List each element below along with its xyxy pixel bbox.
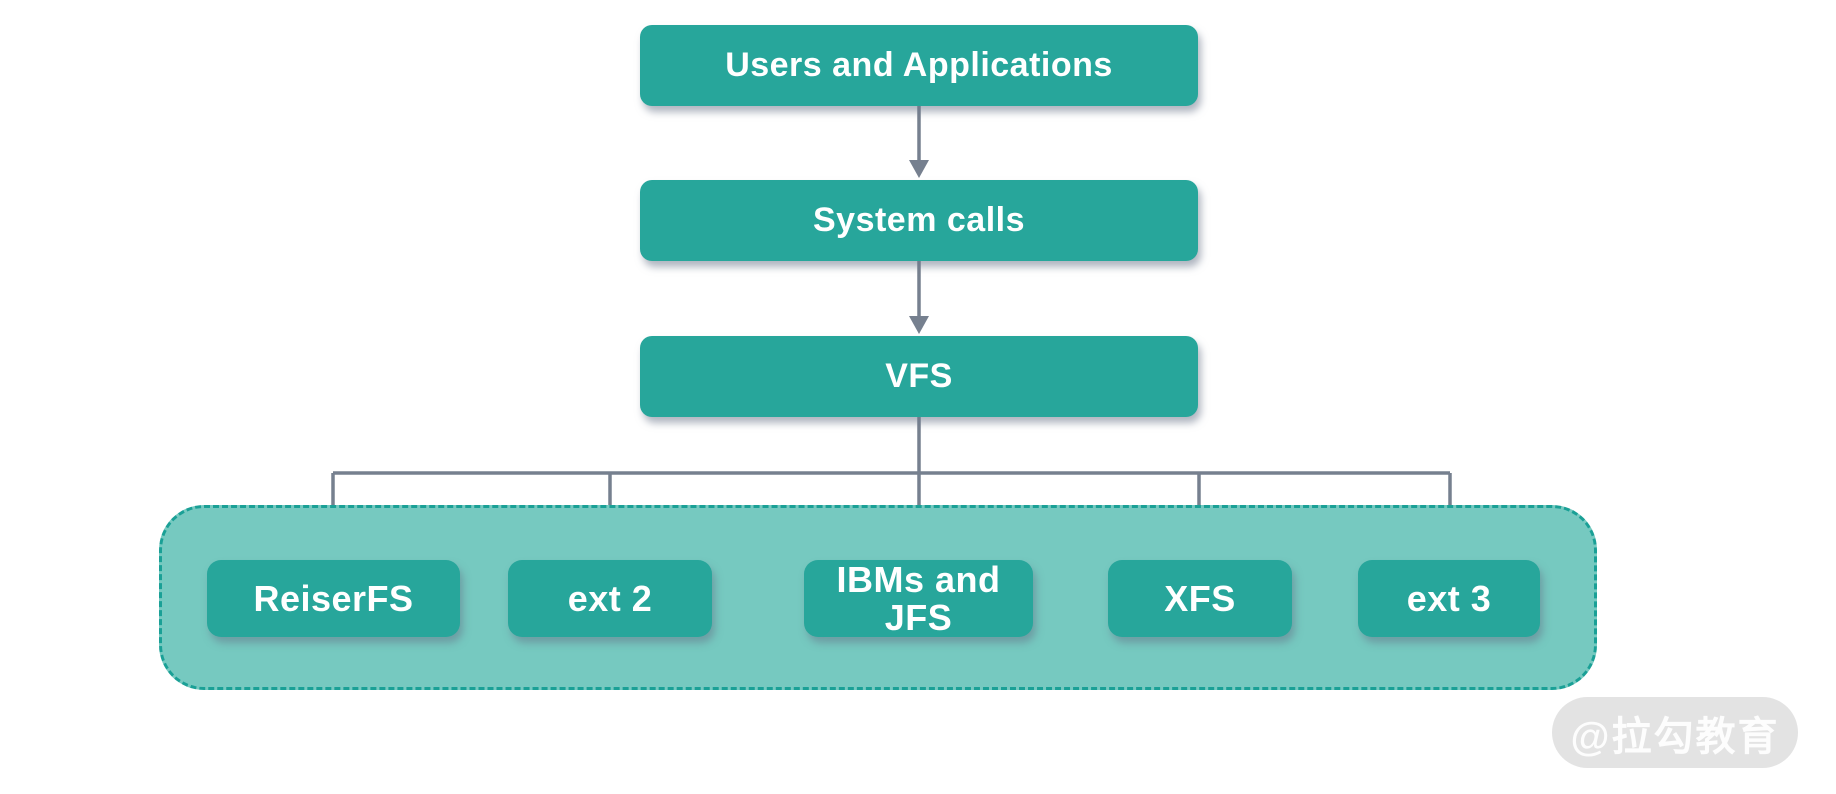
node-ext2: ext 2 xyxy=(508,560,712,637)
node-xfs: XFS xyxy=(1108,560,1292,637)
arrowhead-syscalls xyxy=(909,160,929,178)
node-vfs: VFS xyxy=(640,336,1198,417)
node-ext3: ext 3 xyxy=(1358,560,1540,637)
watermark-label: @拉勾教育 xyxy=(1570,714,1780,759)
node-users-and-applications-label: Users and Applications xyxy=(725,46,1113,84)
node-system-calls-label: System calls xyxy=(812,201,1026,239)
node-ext3-label: ext 3 xyxy=(1406,577,1492,619)
node-users-and-applications: Users and Applications xyxy=(640,25,1198,106)
node-reiserfs: ReiserFS xyxy=(207,560,460,637)
node-ibms-and-jfs: IBMs and JFS xyxy=(804,560,1033,637)
arrowhead-vfs xyxy=(909,316,929,334)
node-ext2-label: ext 2 xyxy=(567,577,653,619)
node-system-calls: System calls xyxy=(640,180,1198,261)
connector-lines xyxy=(331,106,1452,542)
node-vfs-label: VFS xyxy=(885,357,953,395)
watermark-badge: @拉勾教育 xyxy=(1552,697,1798,768)
node-xfs-label: XFS xyxy=(1164,577,1236,619)
node-reiserfs-label: ReiserFS xyxy=(253,577,414,619)
node-ibms-and-jfs-label: IBMs and JFS xyxy=(836,558,1001,638)
